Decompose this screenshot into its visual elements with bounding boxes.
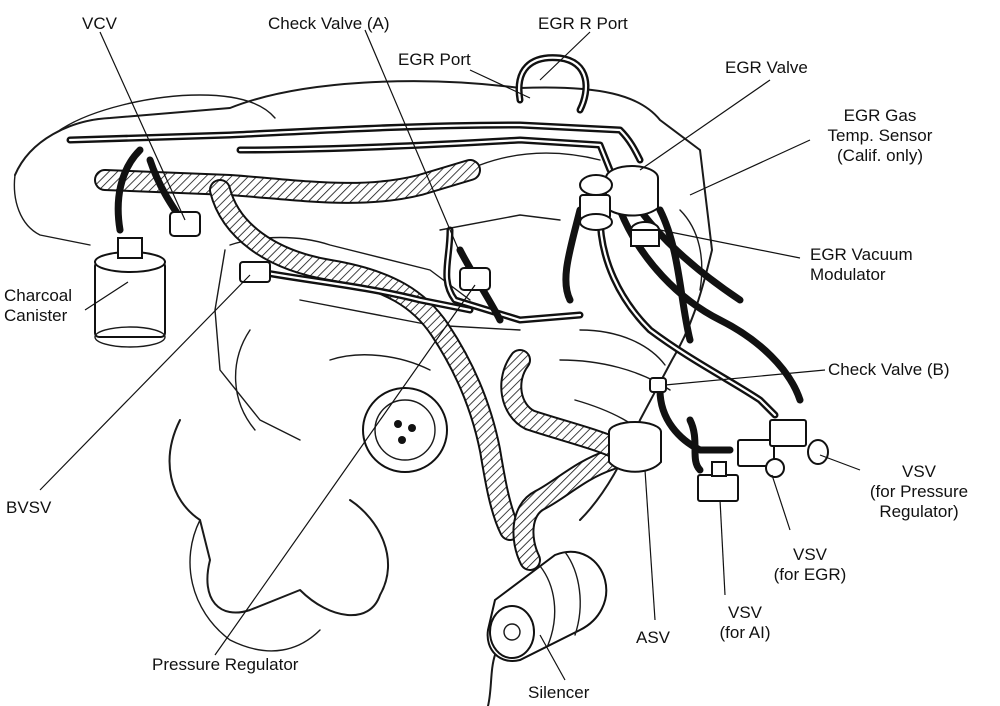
asv-part bbox=[608, 421, 662, 473]
label-vsv-egr: VSV (for EGR) bbox=[755, 545, 865, 585]
label-egr-valve: EGR Valve bbox=[725, 58, 808, 77]
air-ducts bbox=[94, 159, 631, 571]
check-valve-b-part bbox=[649, 377, 667, 393]
label-vsv-egr-line1: VSV bbox=[792, 545, 828, 564]
label-silencer: Silencer bbox=[528, 683, 590, 702]
crank-pulley bbox=[362, 387, 448, 473]
label-egr-gas-temp-sensor-line1: EGR Gas bbox=[843, 106, 917, 125]
vsv-egr-part bbox=[737, 439, 785, 478]
bvsv-part bbox=[239, 261, 271, 283]
label-vcv: VCV bbox=[82, 14, 117, 33]
pressure-regulator-part bbox=[459, 267, 491, 291]
label-charcoal-canister-line1: Charcoal bbox=[4, 286, 73, 305]
label-asv: ASV bbox=[636, 628, 671, 647]
label-vsv-pressure-regulator-line1: VSV bbox=[901, 462, 937, 481]
label-egr-r-port: EGR R Port bbox=[538, 14, 628, 33]
charcoal-canister-part bbox=[94, 237, 166, 348]
label-egr-gas-temp-sensor-line2: Temp. Sensor bbox=[827, 126, 933, 145]
label-egr-gas-temp-sensor-line3: (Calif. only) bbox=[837, 146, 923, 165]
label-vsv-pressure-regulator-line2: (for Pressure bbox=[869, 482, 969, 501]
label-egr-port: EGR Port bbox=[398, 50, 471, 69]
label-vsv-pressure-regulator-line3: Regulator) bbox=[879, 502, 959, 521]
egr-valve-part bbox=[579, 165, 659, 231]
label-vsv-ai: VSV (for AI) bbox=[700, 603, 790, 643]
label-vsv-egr-line2: (for EGR) bbox=[773, 565, 847, 584]
cooling-fan bbox=[168, 419, 389, 652]
vcv-part bbox=[169, 211, 201, 237]
label-charcoal-canister: Charcoal Canister bbox=[4, 286, 72, 326]
label-bvsv: BVSV bbox=[6, 498, 52, 517]
label-charcoal-canister-line2: Canister bbox=[4, 306, 68, 325]
label-pressure-regulator: Pressure Regulator bbox=[152, 655, 299, 674]
label-egr-gas-temp-sensor: EGR Gas Temp. Sensor (Calif. only) bbox=[805, 106, 955, 166]
leader-lines bbox=[39, 29, 861, 681]
label-egr-vacuum-modulator-line1: EGR Vacuum bbox=[810, 245, 913, 264]
label-vsv-ai-line1: VSV bbox=[727, 603, 763, 622]
label-vsv-pressure-regulator: VSV (for Pressure Regulator) bbox=[854, 462, 984, 522]
label-check-valve-b: Check Valve (B) bbox=[828, 360, 950, 379]
egr-vacuum-modulator-part bbox=[630, 221, 660, 247]
silencer-part bbox=[486, 550, 608, 706]
vsv-pressure-regulator-part bbox=[769, 419, 829, 465]
label-check-valve-a: Check Valve (A) bbox=[268, 14, 390, 33]
label-vsv-ai-line2: (for AI) bbox=[719, 623, 771, 642]
label-egr-vacuum-modulator: EGR Vacuum Modulator bbox=[810, 245, 913, 285]
vsv-ai-part bbox=[697, 461, 739, 502]
label-egr-vacuum-modulator-line2: Modulator bbox=[810, 265, 886, 284]
